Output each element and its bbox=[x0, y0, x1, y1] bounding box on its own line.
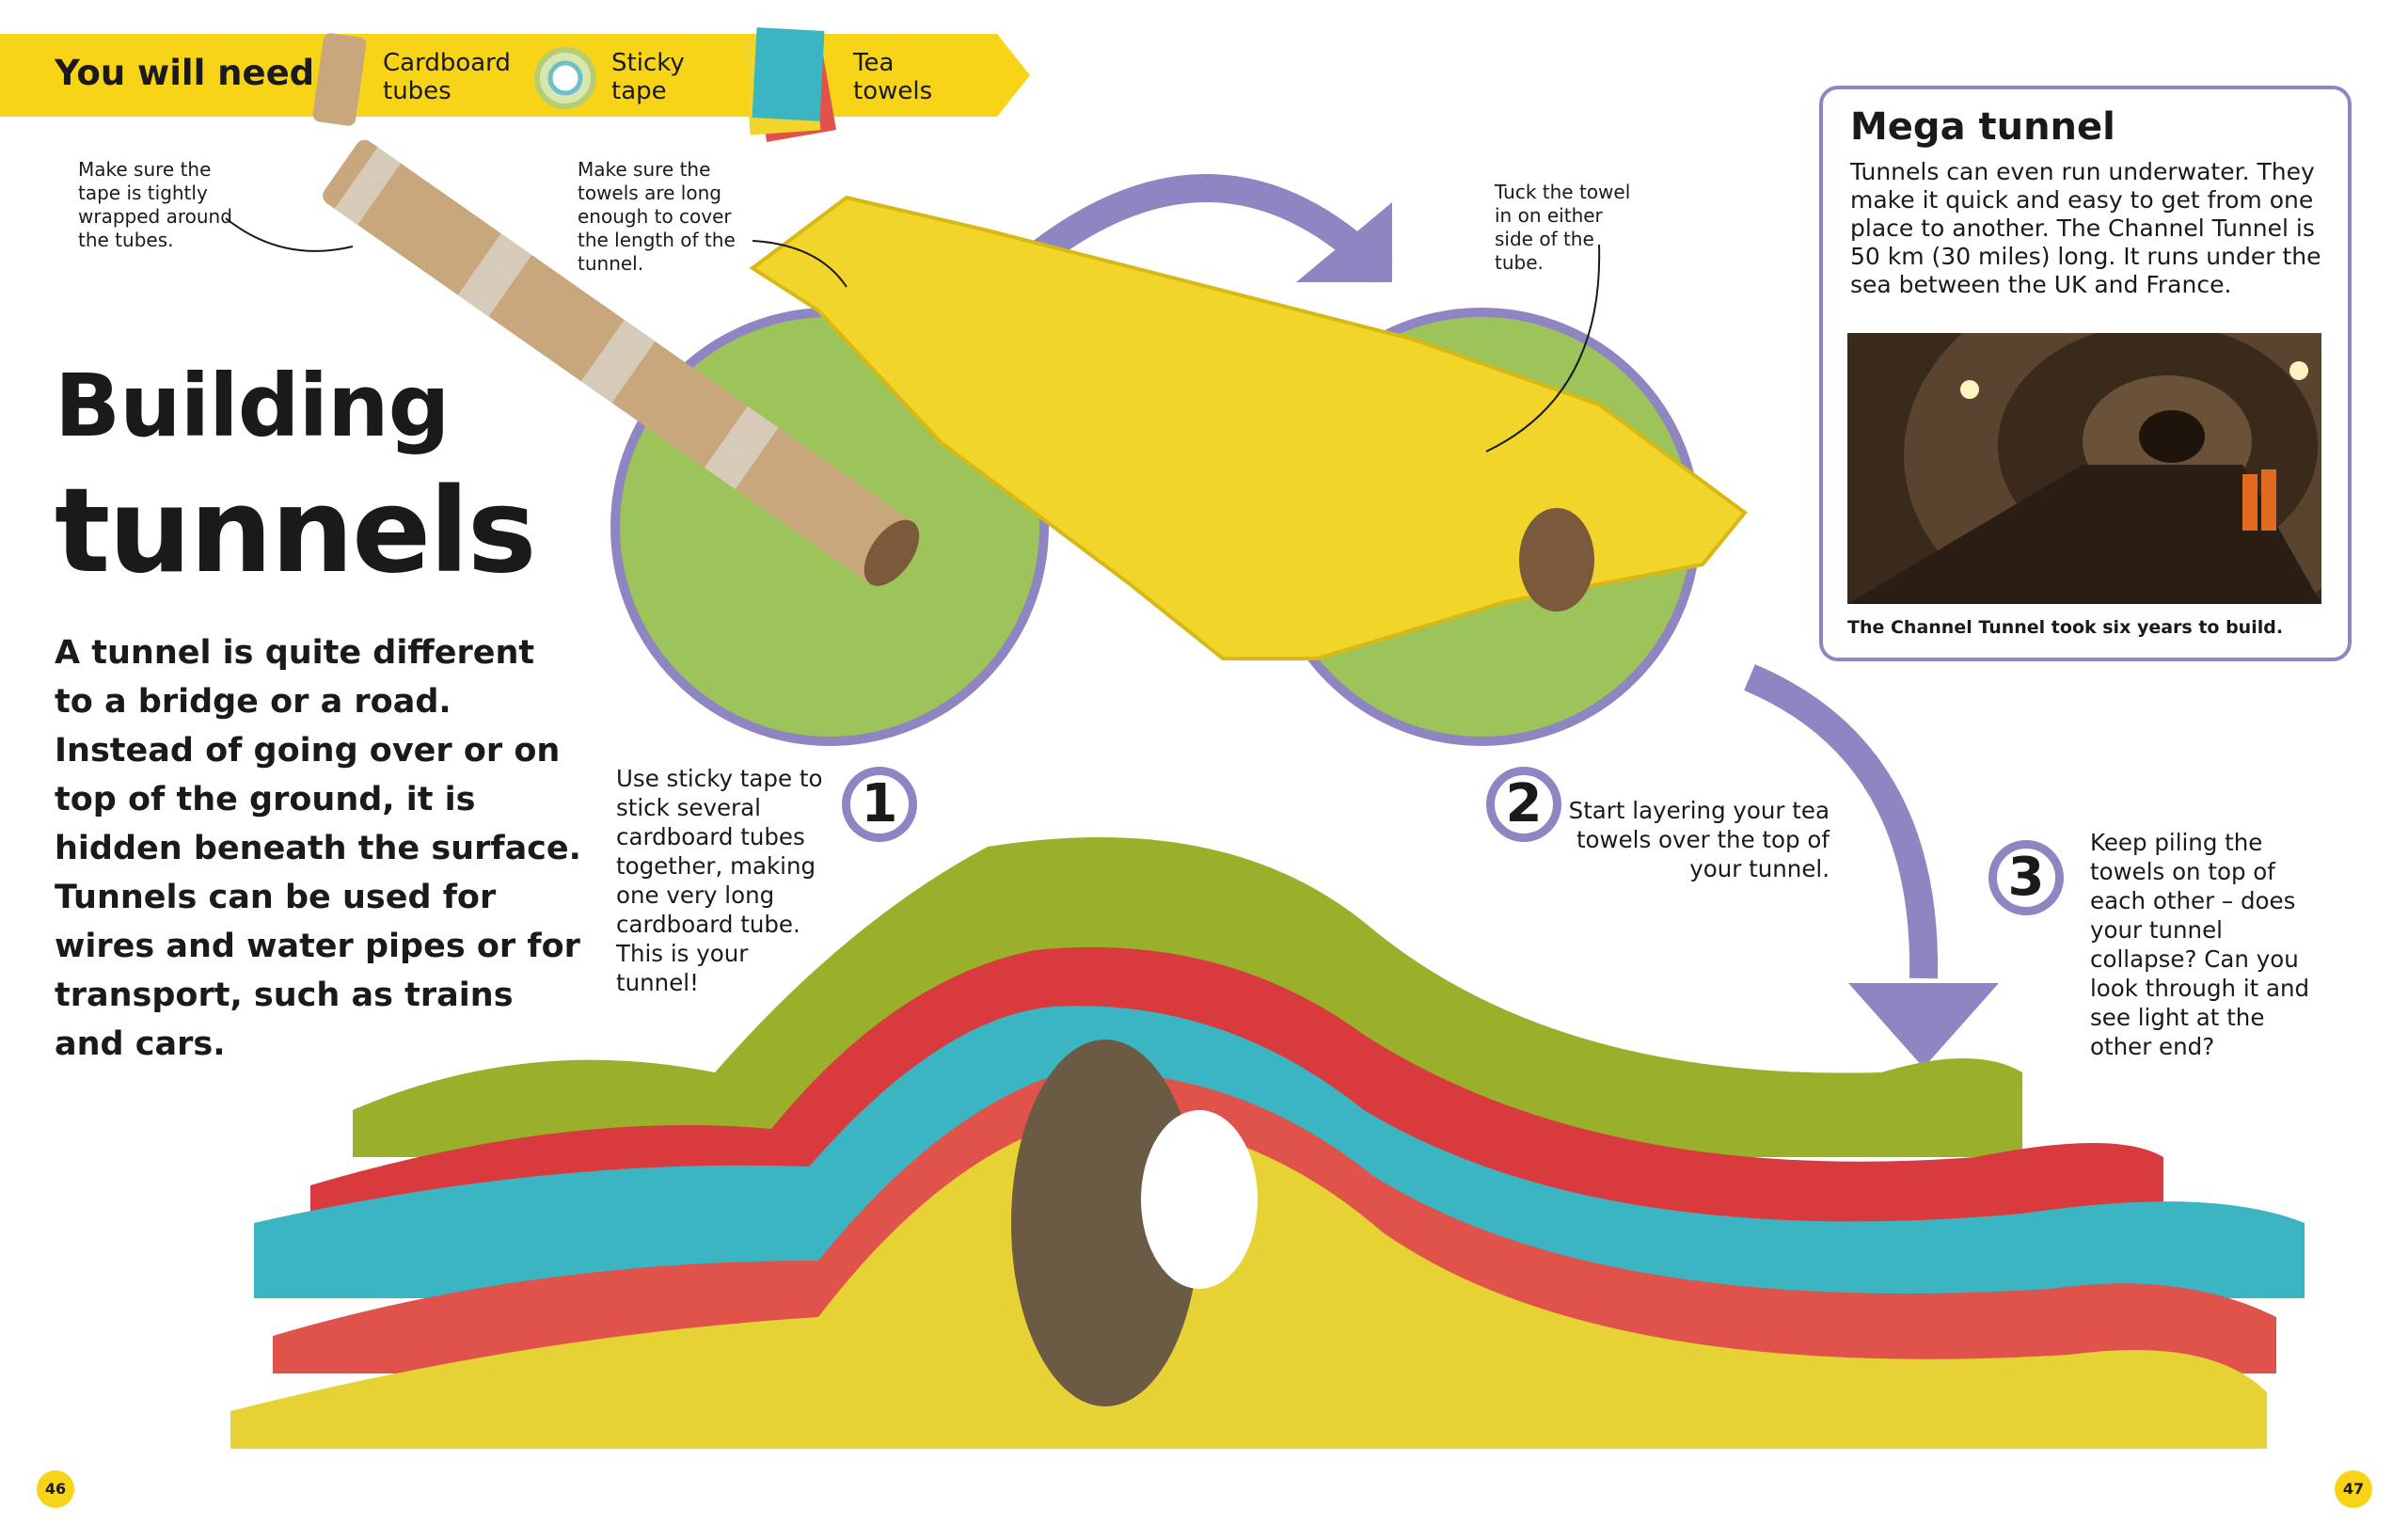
you-will-need-title: You will need bbox=[55, 53, 315, 93]
page-title-line1: Building bbox=[55, 356, 450, 456]
photo-caption: The Channel Tunnel took six years to bui… bbox=[1847, 617, 2284, 638]
note-tape-pointer bbox=[225, 217, 354, 252]
arrow-1-to-2 bbox=[1006, 174, 1393, 284]
page-title-line2: tunnels bbox=[55, 464, 537, 599]
arrow-2-to-3 bbox=[1744, 664, 1939, 979]
tea-towels-icon bbox=[743, 27, 837, 142]
mega-tunnel-title: Mega tunnel bbox=[1850, 105, 2115, 149]
step2-tube-end bbox=[1519, 508, 1594, 611]
mega-tunnel-text: Tunnels can even run underwater. They ma… bbox=[1850, 158, 2321, 298]
step-text-2: Start layering your tea towels over the … bbox=[1568, 797, 1830, 882]
step-text-1: Use sticky tape to stick several cardboa… bbox=[616, 765, 823, 996]
step-number-3: 3 bbox=[1988, 840, 2064, 915]
note-tape: Make sure the tape is tightly wrapped ar… bbox=[78, 158, 232, 251]
sticky-tape-icon bbox=[534, 47, 596, 109]
page-number-left: 46 bbox=[37, 1470, 74, 1508]
channel-tunnel-photo bbox=[1847, 333, 2321, 604]
page-number-right: 47 bbox=[2335, 1470, 2372, 1508]
stacked-towels-image bbox=[230, 837, 2305, 1449]
note-tuck-pointer bbox=[1485, 244, 1601, 452]
note-towels: Make sure the towels are long enough to … bbox=[578, 158, 736, 275]
cardboard-tube-image bbox=[323, 139, 920, 586]
intro-paragraph: A tunnel is quite different to a bridge … bbox=[55, 634, 581, 1063]
step-text-3: Keep piling the towels on top of each ot… bbox=[2090, 829, 2310, 1060]
note-tuck: Tuck the towel in on either side of the … bbox=[1495, 181, 1631, 274]
step-number-1: 1 bbox=[842, 767, 917, 842]
arrow-1-to-2-head bbox=[1296, 202, 1392, 282]
yellow-towel-image bbox=[749, 195, 1748, 660]
arrow-2-to-3-head bbox=[1848, 983, 1999, 1068]
note-towels-pointer bbox=[752, 240, 848, 288]
step-number-2: 2 bbox=[1486, 767, 1561, 842]
cardboard-tube-icon bbox=[312, 33, 367, 126]
